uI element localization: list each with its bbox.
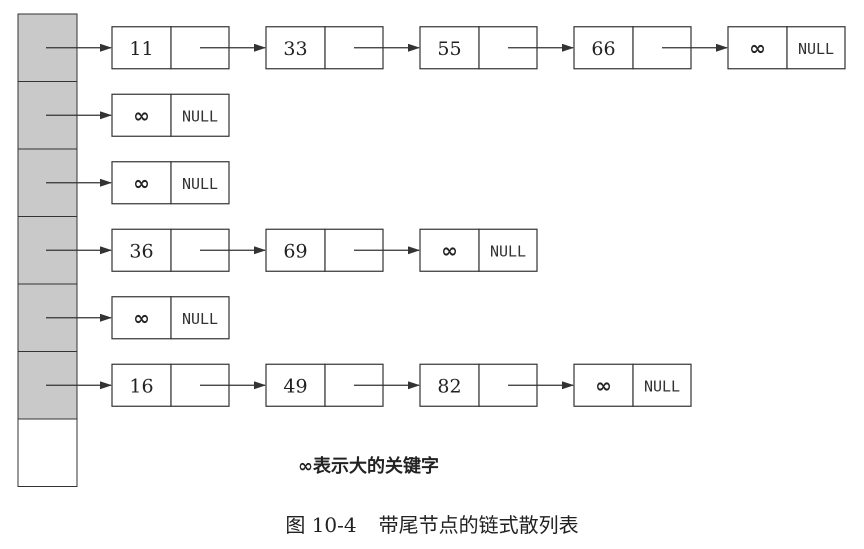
list-node: 33 xyxy=(265,26,420,70)
list-node: ∞ NULL xyxy=(419,228,538,272)
node-key-label: 16 xyxy=(129,375,153,397)
list-node: 49 xyxy=(265,363,420,407)
node-key-cell xyxy=(111,26,172,70)
chain-0: 11 33 55 66 ∞ NULL xyxy=(46,26,846,70)
null-pointer-label: NULL xyxy=(798,40,834,58)
node-key-label: 69 xyxy=(283,240,307,262)
infinity-key-label: ∞ xyxy=(133,171,150,195)
node-key-label: 82 xyxy=(437,375,461,397)
list-node: 55 xyxy=(419,26,574,70)
list-node: ∞ NULL xyxy=(727,26,846,70)
list-node: ∞ NULL xyxy=(111,93,230,137)
infinity-key-label: ∞ xyxy=(749,36,766,60)
node-key-label: 66 xyxy=(591,38,615,60)
null-pointer-label: NULL xyxy=(644,377,680,395)
list-node: 11 xyxy=(111,26,266,70)
infinity-key-label: ∞ xyxy=(133,103,150,127)
node-key-label: 33 xyxy=(283,38,307,60)
figure-number: 图 10-4 xyxy=(285,513,357,537)
node-key-cell xyxy=(573,26,634,70)
node-key-cell xyxy=(265,363,326,407)
node-key-cell xyxy=(265,228,326,272)
node-key-cell xyxy=(111,296,172,340)
node-pointer-cell xyxy=(170,93,230,137)
chains: 11 33 55 66 ∞ NULL ∞ NULL ∞ NULL 36 69 ∞ NULL ∞ NULL 16 4… xyxy=(46,26,846,407)
list-node: 66 xyxy=(573,26,728,70)
node-pointer-cell xyxy=(786,26,846,70)
list-node: 82 xyxy=(419,363,574,407)
node-key-cell xyxy=(419,228,480,272)
null-pointer-label: NULL xyxy=(182,310,218,328)
list-node: ∞ NULL xyxy=(573,363,692,407)
chain-1: ∞ NULL xyxy=(46,93,230,137)
list-node: ∞ NULL xyxy=(111,296,230,340)
null-pointer-label: NULL xyxy=(490,242,526,260)
chain-5: 16 49 82 ∞ NULL xyxy=(46,363,692,407)
null-pointer-label: NULL xyxy=(182,175,218,193)
node-key-cell xyxy=(111,228,172,272)
node-pointer-cell xyxy=(478,228,538,272)
node-pointer-cell xyxy=(632,363,692,407)
hash-slot-6 xyxy=(17,418,78,487)
infinity-key-label: ∞ xyxy=(441,238,458,262)
list-node: 16 xyxy=(111,363,266,407)
node-key-cell xyxy=(265,26,326,70)
list-node: ∞ NULL xyxy=(111,161,230,205)
node-key-cell xyxy=(111,93,172,137)
infinity-key-label: ∞ xyxy=(595,373,612,397)
node-key-cell xyxy=(727,26,788,70)
legend-note: ∞表示大的关键字 xyxy=(298,456,439,477)
node-key-label: 49 xyxy=(283,375,307,397)
figure-title: 带尾节点的链式散列表 xyxy=(378,513,579,537)
node-key-label: 11 xyxy=(129,38,153,60)
chain-4: ∞ NULL xyxy=(46,296,230,340)
figure-caption: 图 10-4 带尾节点的链式散列表 xyxy=(0,509,864,538)
node-pointer-cell xyxy=(170,296,230,340)
list-node: 36 xyxy=(111,228,266,272)
chain-3: 36 69 ∞ NULL xyxy=(46,228,538,272)
list-node: 69 xyxy=(265,228,420,272)
infinity-key-label: ∞ xyxy=(133,306,150,330)
node-key-cell xyxy=(419,363,480,407)
chain-2: ∞ NULL xyxy=(46,161,230,205)
node-pointer-cell xyxy=(170,161,230,205)
null-pointer-label: NULL xyxy=(182,107,218,125)
node-key-label: 36 xyxy=(129,240,153,262)
chained-hash-table-diagram: 11 33 55 66 ∞ NULL ∞ NULL ∞ NULL 36 69 ∞ NULL ∞ NULL 16 4… xyxy=(17,13,846,487)
node-key-label: 55 xyxy=(437,38,461,60)
